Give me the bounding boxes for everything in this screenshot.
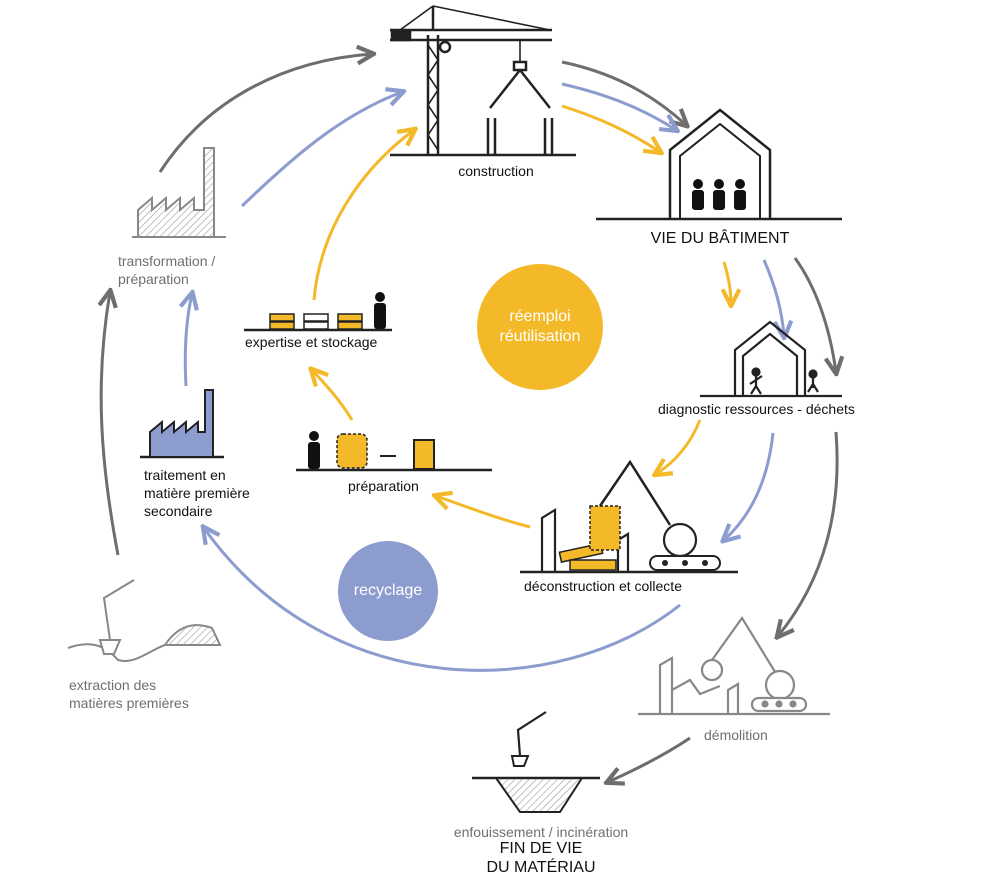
arrow-demolition-to-landfill xyxy=(608,736,691,782)
arrow-construction-to-building-blue xyxy=(561,82,676,130)
recycle-hub: recyclage xyxy=(338,541,438,641)
house-with-people-icon xyxy=(596,108,842,221)
arrow-diagnostic-to-deconstruction-blue xyxy=(724,432,775,540)
storage-pallets-icon xyxy=(244,292,392,332)
factory-blue-icon xyxy=(140,389,224,459)
building-life-label: VIE DU BÂTIMENT xyxy=(650,230,790,247)
treatment-line3: secondaire xyxy=(144,503,213,519)
arrow-deconstruction-to-preparation xyxy=(436,496,531,529)
expertise-label: expertise et stockage xyxy=(245,334,378,350)
arrow-building-to-diagnostic-blue xyxy=(762,259,784,336)
arrow-deconstruction-to-treatment xyxy=(204,528,681,672)
preparation-label: préparation xyxy=(348,478,419,494)
arrow-construction-to-building-yellow xyxy=(561,104,660,152)
construction-label: construction xyxy=(458,163,534,179)
end-of-life-line1: FIN DE VIE xyxy=(499,840,583,857)
demolition-label: démolition xyxy=(704,727,768,743)
arrow-extraction-to-transformation xyxy=(101,292,120,556)
arrow-construction-to-building-grey xyxy=(561,60,686,125)
arrow-diagnostic-to-deconstruction-yellow xyxy=(656,419,702,474)
arrow-expertise-to-construction xyxy=(312,130,414,301)
arrow-transformation-to-construction xyxy=(158,54,372,173)
diagnostic-label: diagnostic ressources - déchets xyxy=(658,401,855,417)
arrow-diagnostic-to-demolition xyxy=(778,431,839,636)
material-preparation-icon xyxy=(296,431,492,472)
reuse-hub: réemploi réutilisation xyxy=(477,264,603,390)
reuse-hub-line1: réemploi xyxy=(509,308,571,325)
arrow-transformation-to-construction-blue xyxy=(240,92,402,208)
treatment-line1: traitement en xyxy=(144,467,226,483)
arrow-treatment-to-transformation xyxy=(185,294,192,387)
arrow-preparation-to-expertise xyxy=(312,370,354,421)
arrow-building-to-diagnostic-grey xyxy=(793,257,836,372)
landfill-pit-icon xyxy=(472,711,600,813)
factory-grey-icon xyxy=(132,147,226,238)
reuse-hub-line2: réutilisation xyxy=(499,328,581,345)
crane-icon xyxy=(390,5,576,157)
end-of-life-line2: DU MATÉRIAU xyxy=(486,859,596,876)
transformation-line2: préparation xyxy=(118,271,189,287)
house-inspection-icon xyxy=(700,320,842,398)
arrow-building-to-diagnostic-yellow xyxy=(724,261,731,304)
excavator-wrecking-ball-icon xyxy=(638,616,830,716)
recycle-hub-circle xyxy=(338,541,438,641)
deconstruction-label: déconstruction et collecte xyxy=(524,578,682,594)
extraction-line2: matières premières xyxy=(69,695,189,711)
recycle-flow-arrows xyxy=(185,82,784,672)
treatment-line2: matière première xyxy=(144,485,250,501)
reuse-hub-circle xyxy=(477,264,603,390)
extraction-excavator-icon xyxy=(67,579,222,662)
reuse-flow-arrows xyxy=(312,104,731,529)
transformation-line1: transformation / xyxy=(118,253,216,269)
recycle-hub-label: recyclage xyxy=(353,582,423,599)
excavator-deconstruction-icon xyxy=(520,459,738,574)
landfill-label: enfouissement / incinération xyxy=(453,824,629,840)
linear-flow-arrows xyxy=(101,54,837,782)
extraction-line1: extraction des xyxy=(69,677,157,693)
